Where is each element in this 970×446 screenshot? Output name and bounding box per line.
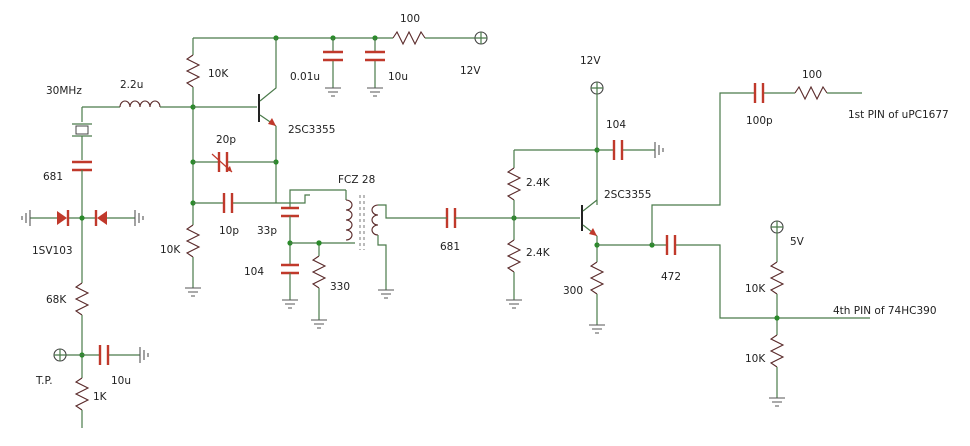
label-cap-10u-top: 10u xyxy=(388,71,408,83)
label-r-68k: 68K xyxy=(46,294,67,306)
label-r-24k-bottom: 2.4K xyxy=(526,247,551,259)
label-cap-33p: 33p xyxy=(257,225,277,237)
fcz-transformer xyxy=(276,189,440,329)
label-cap-681-mid: 681 xyxy=(440,241,460,253)
label-cap-100p: 100p xyxy=(746,115,773,127)
label-cap-472: 472 xyxy=(661,271,681,283)
label-q1: 2SC3355 xyxy=(288,124,335,136)
label-tp: T.P. xyxy=(35,375,53,387)
label-cap-681-left: 681 xyxy=(43,171,63,183)
label-r-100-top: 100 xyxy=(400,13,420,25)
divider-5v xyxy=(769,220,785,407)
label-r-100-right: 100 xyxy=(802,69,822,81)
label-cap-10p: 10p xyxy=(219,225,239,237)
label-diode: 1SV103 xyxy=(32,245,73,257)
label-inductor: 2.2u xyxy=(120,79,143,91)
label-osc-freq: 30MHz xyxy=(46,85,82,97)
label-r-300: 300 xyxy=(563,285,583,297)
label-r-10k-right-bottom: 10K xyxy=(745,353,766,365)
label-r-10k-right-top: 10K xyxy=(745,283,766,295)
cap-001u xyxy=(323,38,343,97)
component-labels: 30MHz 2.2u 10K 0.01u 10u 100 12V 2SC3355… xyxy=(32,13,949,403)
label-r-330: 330 xyxy=(330,281,350,293)
label-cap-001: 0.01u xyxy=(290,71,320,83)
varactor-diodes xyxy=(21,210,144,226)
label-fcz: FCZ 28 xyxy=(338,174,375,186)
label-cap-20p: 20p xyxy=(216,134,236,146)
label-12v-right: 12V xyxy=(580,55,601,67)
label-out-1: 1st PIN of uPC1677 xyxy=(848,109,949,121)
top-supply-rail xyxy=(193,30,488,46)
label-out-2: 4th PIN of 74HC390 xyxy=(833,305,937,317)
q2-stage xyxy=(440,81,870,334)
label-r-24k-top: 2.4K xyxy=(526,177,551,189)
label-r-1k: 1K xyxy=(93,391,108,403)
label-cap-104-left: 104 xyxy=(244,266,264,278)
bias-chain-left xyxy=(53,282,149,428)
label-r-top-left: 10K xyxy=(208,68,229,80)
crystal-and-inductor xyxy=(72,100,193,283)
label-12v-left: 12V xyxy=(460,65,481,77)
label-cap-10u-bottom: 10u xyxy=(111,375,131,387)
q1-stage xyxy=(185,38,279,297)
label-5v: 5V xyxy=(790,236,805,248)
label-cap-104-right: 104 xyxy=(606,119,626,131)
cap-10u-top xyxy=(365,38,385,97)
label-q2: 2SC3355 xyxy=(604,189,651,201)
label-r-10k-bottom-left: 10K xyxy=(160,244,181,256)
